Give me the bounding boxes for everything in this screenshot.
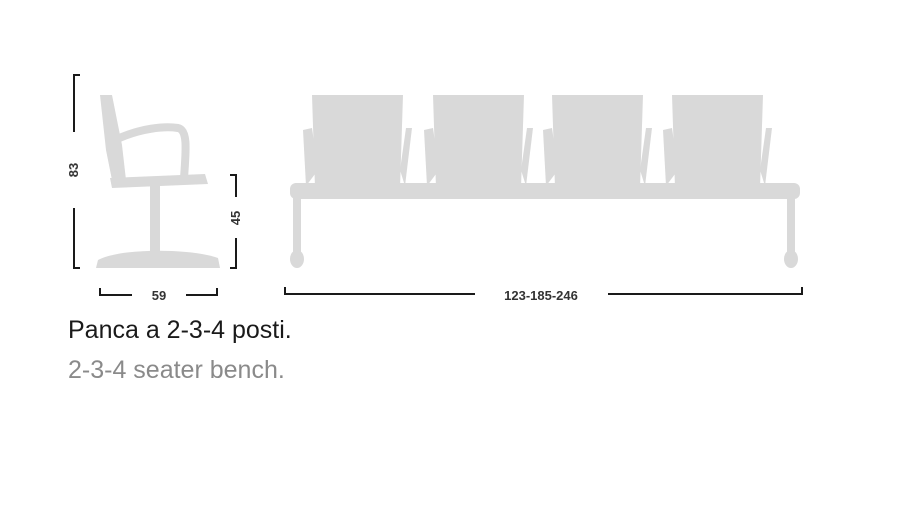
width-dimension: 123-185-246 bbox=[284, 287, 803, 303]
bench-beam bbox=[290, 183, 800, 199]
width-label: 123-185-246 bbox=[504, 288, 578, 303]
bench-seat-1 bbox=[303, 95, 412, 188]
height-label: 83 bbox=[66, 163, 81, 177]
seat-height-dimension: 45 bbox=[228, 174, 243, 269]
depth-label: 59 bbox=[152, 288, 166, 303]
seat-height-label: 45 bbox=[228, 211, 243, 225]
bench-front-view bbox=[290, 95, 800, 268]
bench-seat-3 bbox=[543, 95, 652, 188]
chair-side-view bbox=[96, 95, 220, 268]
bench-leg-right bbox=[787, 198, 795, 254]
depth-dimension: 59 bbox=[99, 288, 218, 303]
caption-italian: Panca a 2-3-4 posti. bbox=[68, 316, 292, 344]
height-dimension: 83 bbox=[66, 74, 81, 269]
bench-seat-2 bbox=[424, 95, 533, 188]
caption-english: 2-3-4 seater bench. bbox=[68, 356, 285, 384]
bench-leg-left bbox=[293, 198, 301, 254]
bench-seat-4 bbox=[663, 95, 772, 188]
